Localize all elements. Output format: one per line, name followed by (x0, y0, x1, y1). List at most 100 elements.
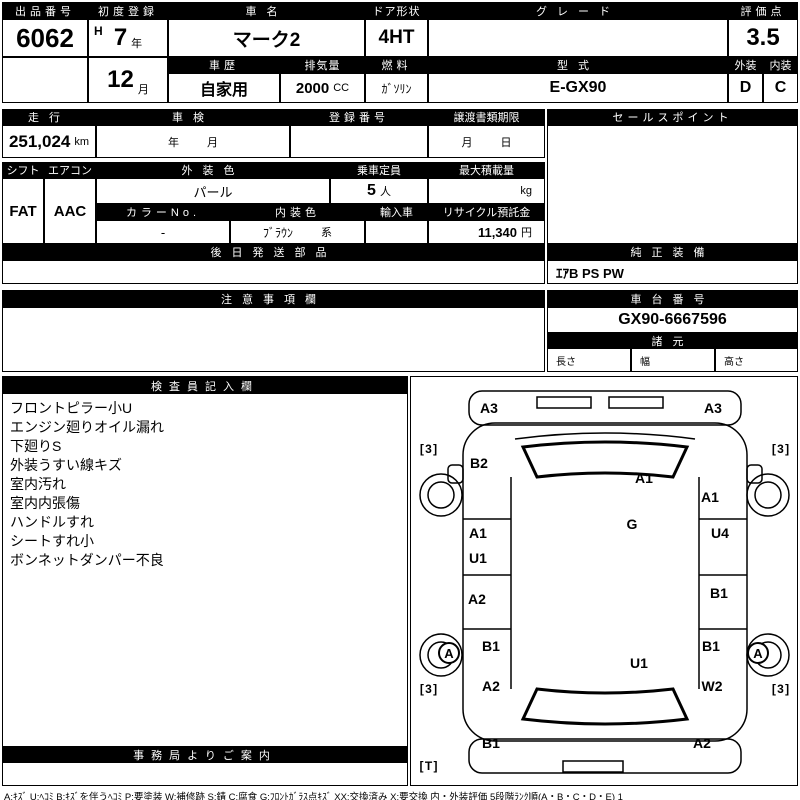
displacement-unit: CC (333, 82, 350, 94)
later-parts-value (2, 260, 545, 284)
diagram-panel-label: A1 (635, 470, 653, 486)
sales-point-label: セールスポイント (547, 109, 798, 125)
first-reg-month-cell: 12 月 (88, 57, 168, 103)
interior-color-value: ﾌﾞﾗｳﾝ (262, 225, 293, 240)
diagram-panel-label: B1 (702, 638, 720, 654)
inspector-note-item: 室内汚れ (10, 476, 66, 492)
max-load-value-cell: kg (428, 178, 545, 204)
auction-no-label: 出品番号 (2, 2, 88, 19)
displacement-value-cell: 2000 CC (280, 73, 365, 103)
color-no-label: カラーNo. (96, 204, 230, 220)
diagram-panel-label: A1 (469, 525, 487, 541)
inspection-value-cell: 年 月 (96, 125, 290, 158)
grade-value (428, 19, 728, 57)
inspector-note-item: 室内内張傷 (10, 495, 80, 511)
max-load-label: 最大積載量 (428, 162, 545, 178)
inspector-note-item: 外装うすい線キズ (10, 457, 122, 473)
exterior-grade-label: 外装 (728, 57, 763, 73)
chassis-no-label: 車台番号 (547, 290, 798, 307)
diagram-panel-label: U1 (630, 655, 648, 671)
fuel-label: 燃料 (365, 57, 428, 73)
capacity-value-cell: 5 人 (330, 178, 428, 204)
history-value: 自家用 (168, 73, 280, 103)
mileage-value: 251,024 (8, 131, 71, 151)
door-shape-value: 4HT (365, 19, 428, 57)
shift-value: FAT (2, 178, 44, 244)
car-name-value: マーク2 (168, 19, 365, 57)
registration-no-label: 登録番号 (290, 109, 428, 125)
diagram-panel-label: U1 (469, 550, 487, 566)
chassis-no-value: GX90-6667596 (547, 307, 798, 333)
height-label: 高さ (724, 356, 744, 368)
recycle-value-cell: 11,340 円 (428, 220, 545, 244)
max-load-unit: kg (520, 185, 532, 197)
transfer-day-unit: 日 (500, 136, 512, 149)
height-cell: 高さ (715, 348, 798, 372)
diagram-panel-label: A2 (693, 735, 711, 751)
later-parts-label: 後日発送部品 (2, 244, 545, 260)
diagram-panel-label: B1 (482, 638, 500, 654)
inspection-year-unit: 年 (168, 136, 179, 149)
legend-text: A:ｷｽﾞ U:ﾍｺﾐ B:ｷｽﾞを伴うﾍｺﾐ P:要塗装 W:補修跡 S:錆 … (4, 792, 623, 800)
diagram-panel-label: B1 (482, 735, 500, 751)
exterior-grade-value: D (728, 73, 763, 103)
aircon-label: エアコン (44, 162, 96, 178)
model-label: 型式 (428, 57, 728, 73)
diagram-bracket-label: [ 3 ] (771, 442, 789, 456)
displacement-label: 排気量 (280, 57, 365, 73)
dimensions-label: 諸元 (547, 333, 798, 348)
diagram-circled-mark: A (438, 642, 460, 664)
diagram-panel-label: A3 (704, 400, 722, 416)
auction-no-empty-cell (2, 57, 88, 103)
inspector-note-item: エンジン廻りオイル漏れ (10, 419, 164, 435)
capacity-value: 5 (367, 182, 376, 199)
diagram-bracket-label: [ 3 ] (419, 442, 437, 456)
diagram-panel-label: W2 (701, 678, 723, 694)
car-name-label: 車名 (168, 2, 365, 19)
width-cell: 幅 (631, 348, 715, 372)
diagram-panel-label: G (626, 516, 638, 532)
first-reg-month-unit: 月 (137, 84, 149, 96)
first-reg-year-cell: H 7 年 (88, 19, 168, 57)
door-shape-label: ドア形状 (365, 2, 428, 19)
diagram-panel-label: B2 (470, 455, 488, 471)
caution-label: 注意事項欄 (2, 290, 545, 307)
car-top-view-drawing (419, 390, 790, 774)
inspection-label: 車検 (96, 109, 290, 125)
caution-box (2, 307, 545, 372)
aircon-value: AAC (44, 178, 96, 244)
import-value (365, 220, 428, 244)
diagram-bracket-label: [ T ] (419, 759, 438, 773)
exterior-color-label: 外装色 (96, 162, 330, 178)
interior-grade-label: 内装 (763, 57, 798, 73)
equipment-label: 純正装備 (547, 244, 798, 260)
inspector-note-item: ハンドルすれ (10, 514, 94, 530)
diagram-bracket-label: [ 3 ] (419, 682, 437, 696)
auction-no-value: 6062 (2, 19, 88, 57)
recycle-value: 11,340 (477, 224, 517, 240)
mileage-unit: km (74, 135, 90, 148)
inspector-note-item: ボンネットダンパー不良 (10, 552, 164, 568)
mileage-label: 走行 (2, 109, 96, 125)
mileage-value-cell: 251,024 km (2, 125, 96, 158)
transfer-deadline-cell: 月 日 (428, 125, 545, 158)
inspector-notes-box: 検査員記入欄 フロントピラー小U エンジン廻りオイル漏れ下廻りS 外装うすい線キズ室… (2, 376, 408, 786)
history-label: 車歴 (168, 57, 280, 73)
equipment-value: ｴｱB PS PW (547, 260, 798, 284)
import-label: 輸入車 (365, 204, 428, 220)
capacity-unit: 人 (379, 186, 391, 198)
model-value: E-GX90 (428, 73, 728, 103)
first-reg-month: 12 (107, 66, 134, 93)
color-no-value: - (96, 220, 230, 244)
width-label: 幅 (640, 356, 650, 368)
displacement-value: 2000 (295, 79, 330, 97)
first-reg-era: H (94, 24, 103, 38)
inspector-note-item: フロントピラー小U (10, 400, 133, 416)
diagram-bracket-label: [ 3 ] (771, 682, 789, 696)
inspector-note-item: 下廻りS (10, 438, 62, 454)
diagram-circled-mark: A (747, 642, 769, 664)
recycle-label: リサイクル預託金 (428, 204, 545, 220)
fuel-value: ｶﾞｿﾘﾝ (365, 73, 428, 103)
inspector-notes-title: 検査員記入欄 (3, 377, 407, 394)
